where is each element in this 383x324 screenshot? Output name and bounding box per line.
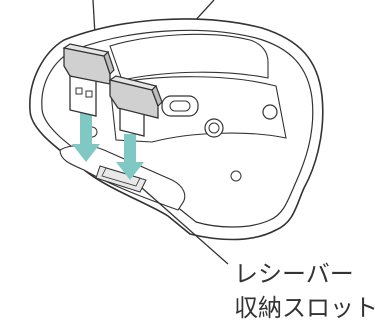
callout-slot-line1: レシーバー [234,260,354,288]
callout-slot-line2: 収納スロット [234,294,378,322]
side-button [262,104,278,120]
screw-right [230,170,242,182]
down-arrow-icon [116,134,144,180]
sensor-lens [169,100,191,112]
usb-receiver-right [108,75,163,137]
power-switch-inner [208,122,220,134]
callout-leader-slot [141,187,229,265]
mouse-top-panel [109,33,269,81]
mouse-body-inner-rim [41,29,314,228]
down-arrow-icon [72,112,100,162]
usb-receiver-left [62,43,115,117]
